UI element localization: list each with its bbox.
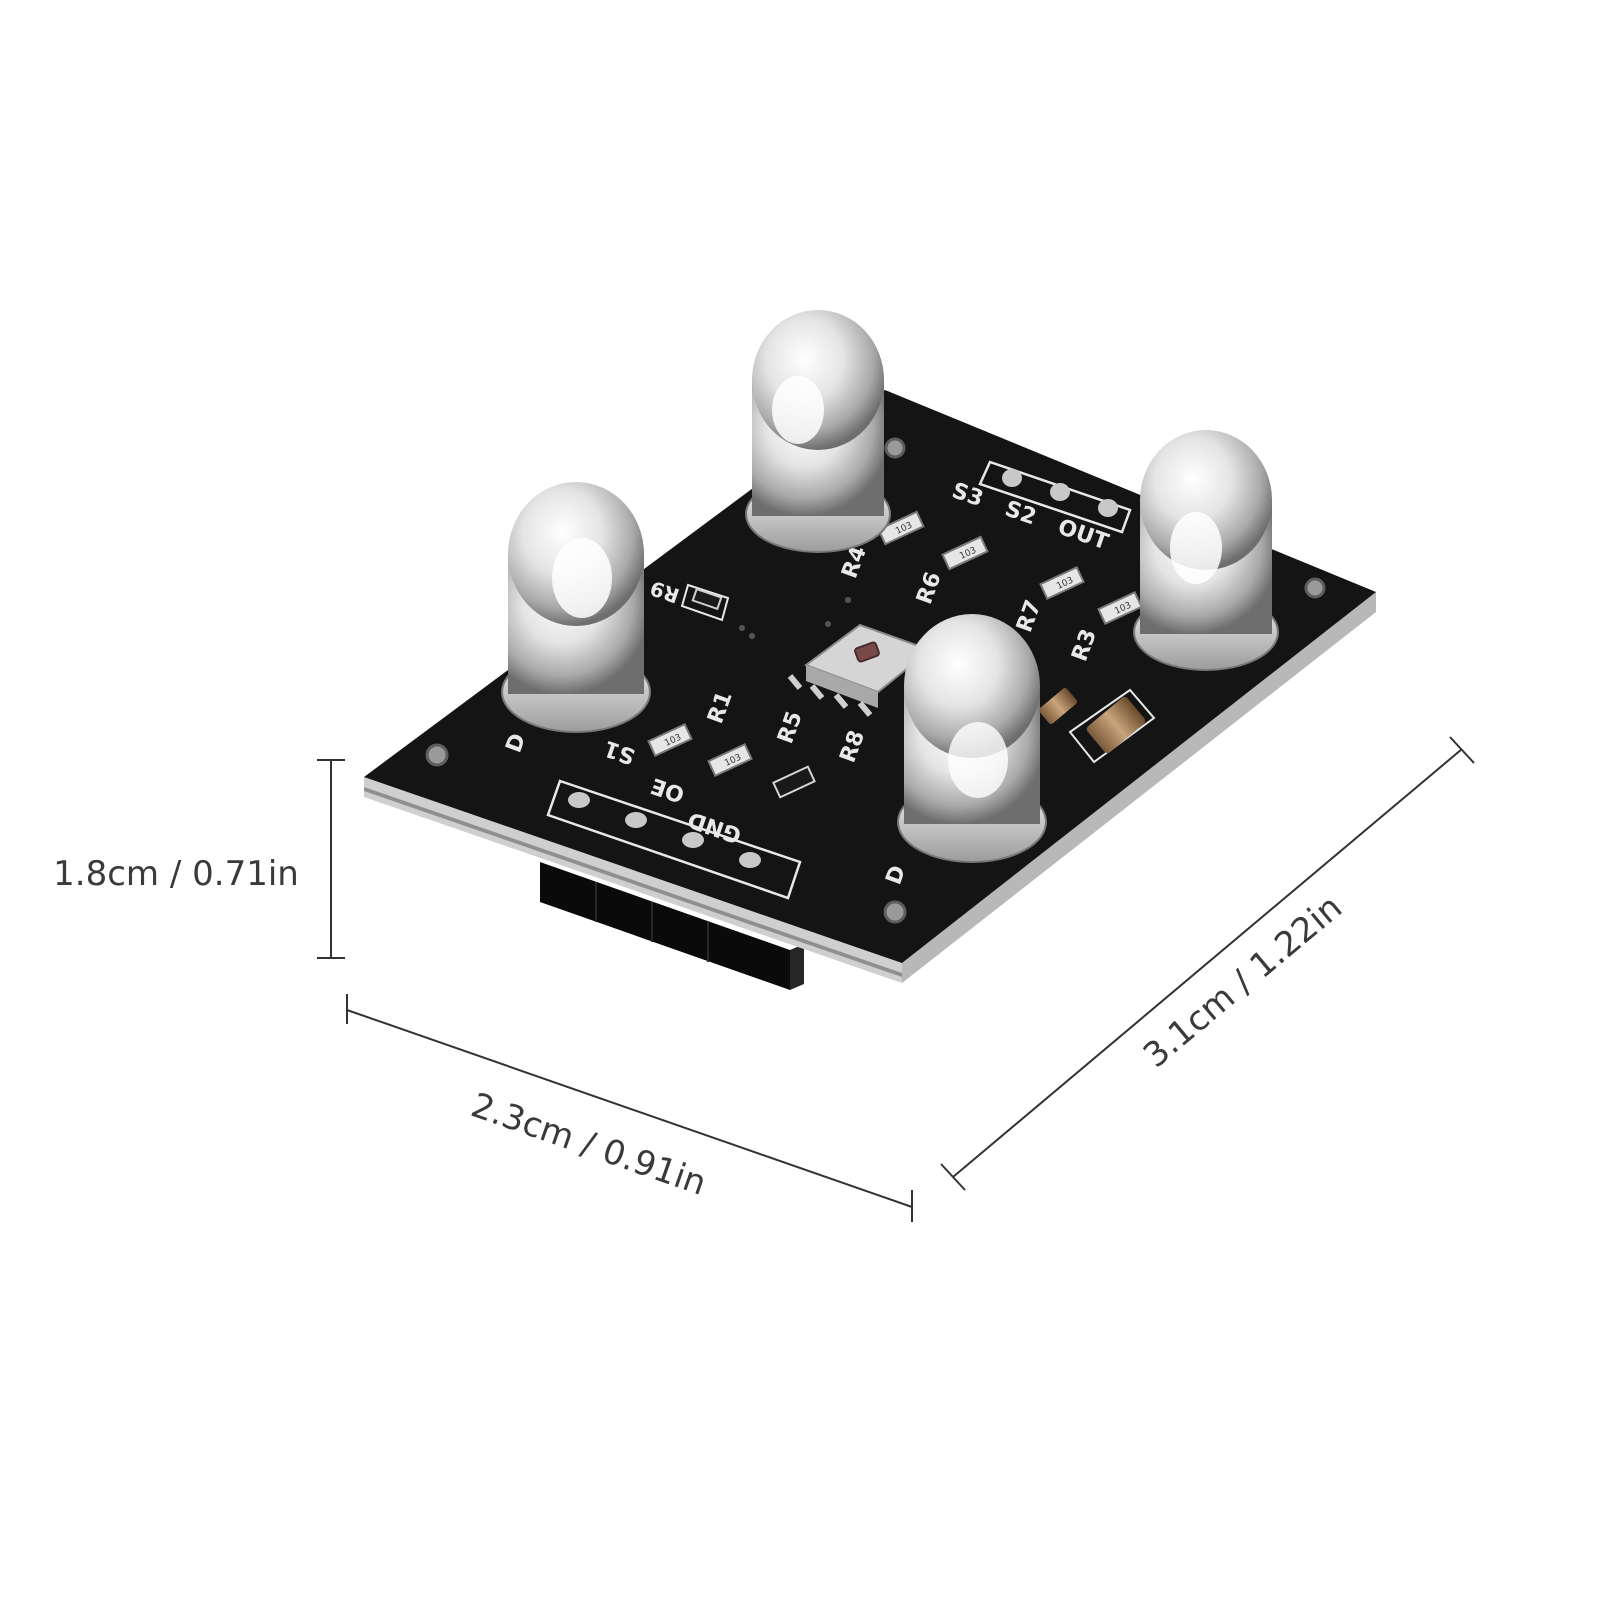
depth-dimension-label: 3.1cm / 1.22in bbox=[1136, 887, 1350, 1076]
front-pin-outline bbox=[546, 779, 802, 900]
capacitor-large-body bbox=[1086, 696, 1146, 754]
smd-resistor-r7: 103 R7 bbox=[1012, 565, 1085, 636]
mounting-hole-front-left bbox=[425, 743, 449, 767]
front-pad-3 bbox=[682, 832, 704, 848]
chip-leg-3 bbox=[833, 693, 849, 709]
r4-body bbox=[877, 510, 925, 546]
front-pad-2 bbox=[625, 812, 647, 828]
led-back bbox=[745, 310, 891, 553]
back-pad-3 bbox=[1098, 499, 1118, 517]
header-pins bbox=[540, 862, 804, 1118]
led-right bbox=[1133, 430, 1279, 671]
via-3 bbox=[825, 621, 831, 627]
led-right-highlight bbox=[1170, 512, 1222, 584]
pcb-edge-right bbox=[902, 592, 1376, 983]
pcb-board: S0 S1 OE GND S3 S2 OUT R9 103 R4 bbox=[364, 390, 1376, 983]
via-1 bbox=[739, 625, 745, 631]
sensor-chip bbox=[787, 623, 933, 717]
front-pad-1 bbox=[568, 792, 590, 808]
r9-body bbox=[691, 587, 723, 611]
r7-body bbox=[1039, 565, 1085, 601]
r8-body bbox=[772, 765, 816, 799]
mounting-hole-back-right bbox=[1304, 577, 1326, 599]
mounting-hole-back-left bbox=[884, 437, 906, 459]
width-dimension-line bbox=[346, 1009, 913, 1208]
back-pad-2 bbox=[1050, 483, 1070, 501]
chip-body-side bbox=[806, 665, 878, 708]
mounting-hole-front-right bbox=[883, 900, 907, 924]
r9-outline bbox=[680, 583, 730, 622]
smd-resistor-r5: 103 R5 bbox=[707, 708, 808, 778]
led-front-highlight bbox=[948, 722, 1008, 798]
chip-leg-1 bbox=[787, 674, 803, 690]
via-4 bbox=[845, 597, 851, 603]
led-front-dome bbox=[904, 614, 1040, 758]
pcb-edge-front-line bbox=[364, 787, 902, 977]
height-dimension: 1.8cm / 0.71in bbox=[53, 759, 345, 959]
capacitor-large-outline bbox=[1068, 688, 1156, 764]
chip-leg-2 bbox=[809, 684, 825, 700]
r3-body bbox=[1097, 590, 1143, 626]
via-2 bbox=[749, 633, 755, 639]
height-dimension-label: 1.8cm / 0.71in bbox=[53, 854, 299, 894]
chip-leg-4 bbox=[857, 701, 873, 717]
capacitor-small bbox=[1039, 687, 1077, 725]
r5-body bbox=[707, 742, 753, 778]
capacitor-large bbox=[1068, 688, 1156, 764]
led-left-highlight bbox=[552, 538, 612, 618]
front-pad-4 bbox=[739, 852, 761, 868]
depth-dimension-cap-bottom bbox=[940, 1163, 966, 1191]
header-plastic-side bbox=[790, 944, 804, 990]
r6-body bbox=[941, 535, 989, 571]
depth-dimension-line bbox=[952, 748, 1463, 1178]
led-front: D bbox=[882, 614, 1047, 888]
back-pin-outline bbox=[978, 460, 1132, 534]
header-plastic-front bbox=[540, 862, 790, 990]
led-left: D bbox=[501, 482, 651, 756]
r1-body bbox=[647, 722, 693, 758]
width-dimension-label: 2.3cm / 0.91in bbox=[466, 1085, 711, 1204]
led-back-highlight bbox=[772, 376, 824, 444]
capacitor-small-body bbox=[1039, 687, 1077, 725]
width-dimension: 2.3cm / 0.91in bbox=[346, 994, 913, 1222]
depth-dimension-cap-top bbox=[1449, 736, 1475, 764]
back-pad-1 bbox=[1002, 469, 1022, 487]
chip-sensor-window bbox=[854, 641, 880, 663]
